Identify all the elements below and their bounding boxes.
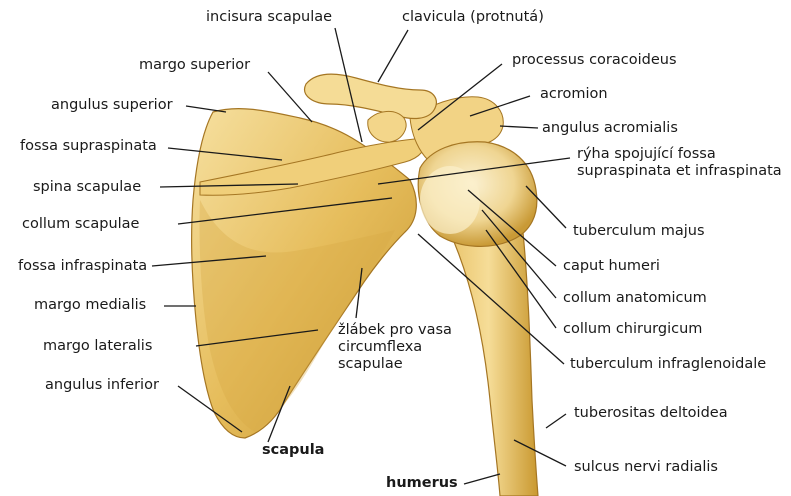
label-tuberculum-infraglenoidale: tuberculum infraglenoidale — [570, 356, 766, 373]
leader-collum-chirurgicum — [486, 230, 556, 328]
leader-incisura — [335, 28, 362, 142]
label-sulcus-nervi-radialis: sulcus nervi radialis — [574, 459, 718, 476]
label-zlabek-line1: žlábek pro vasa — [338, 322, 452, 339]
leader-margo-superior — [268, 72, 312, 122]
leader-caput-humeri — [468, 190, 556, 266]
label-scapula: scapula — [262, 442, 324, 459]
leader-ryha — [378, 158, 570, 184]
label-ryha: rýha spojující fossa supraspinata et inf… — [577, 146, 782, 180]
label-margo-superior: margo superior — [139, 57, 250, 74]
label-angulus-acromialis: angulus acromialis — [542, 120, 678, 137]
label-ryha-line1: rýha spojující fossa — [577, 146, 782, 163]
leader-acromion — [470, 96, 530, 116]
label-collum-chirurgicum: collum chirurgicum — [563, 321, 702, 338]
label-processus-coracoideus: processus coracoideus — [512, 52, 677, 69]
label-fossa-supraspinata: fossa supraspinata — [20, 138, 157, 155]
leader-fossa-infraspinata — [152, 256, 266, 266]
leader-processus — [418, 64, 502, 130]
label-humerus: humerus — [386, 475, 458, 492]
leader-angulus-superior — [186, 106, 226, 112]
leader-angulus-acromialis — [500, 126, 538, 128]
label-tuberculum-majus: tuberculum majus — [573, 223, 705, 240]
leader-scapula — [268, 386, 290, 442]
leader-clavicula — [378, 30, 408, 82]
label-margo-medialis: margo medialis — [34, 297, 146, 314]
label-zlabek-line3: scapulae — [338, 356, 452, 373]
leader-angulus-inferior — [178, 386, 242, 432]
label-caput-humeri: caput humeri — [563, 258, 660, 275]
leader-tuberculum-majus — [526, 186, 566, 228]
leader-collum-scapulae — [178, 198, 392, 224]
leader-sulcus — [514, 440, 566, 466]
label-incisura-scapulae: incisura scapulae — [206, 9, 332, 26]
leader-collum-anatomicum — [482, 210, 556, 298]
leader-margo-lateralis — [196, 330, 318, 346]
label-spina-scapulae: spina scapulae — [33, 179, 141, 196]
label-collum-scapulae: collum scapulae — [22, 216, 139, 233]
leader-tuberositas — [546, 414, 566, 428]
label-angulus-superior: angulus superior — [51, 97, 173, 114]
label-ryha-line2: supraspinata et infraspinata — [577, 163, 782, 180]
leader-zlabek — [356, 268, 362, 318]
label-acromion: acromion — [540, 86, 608, 103]
leader-fossa-supraspinata — [168, 148, 282, 160]
label-angulus-inferior: angulus inferior — [45, 377, 159, 394]
label-margo-lateralis: margo lateralis — [43, 338, 152, 355]
leader-spina — [160, 184, 298, 187]
label-clavicula: clavicula (protnutá) — [402, 9, 544, 26]
label-fossa-infraspinata: fossa infraspinata — [18, 258, 147, 275]
label-zlabek-line2: circumflexa — [338, 339, 452, 356]
label-tuberositas-deltoidea: tuberositas deltoidea — [574, 405, 728, 422]
label-zlabek: žlábek pro vasa circumflexa scapulae — [338, 322, 452, 373]
leader-humerus — [464, 474, 500, 484]
label-collum-anatomicum: collum anatomicum — [563, 290, 707, 307]
